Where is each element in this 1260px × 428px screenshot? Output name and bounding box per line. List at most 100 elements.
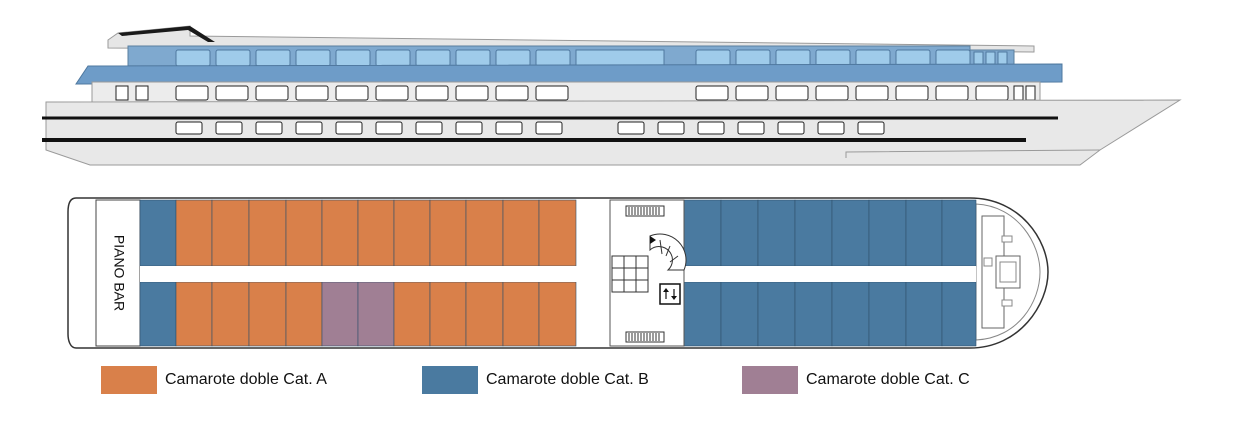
upper-window bbox=[535, 49, 571, 67]
legend-label-cat-b: Camarote doble Cat. B bbox=[486, 371, 649, 388]
middle-window-small bbox=[1013, 85, 1024, 101]
cabin-starboard-14-cat-b bbox=[683, 199, 722, 267]
cabin-port-19-cat-b bbox=[868, 281, 907, 347]
upper-window bbox=[175, 49, 211, 67]
cabin-starboard-4-cat-a bbox=[248, 199, 287, 267]
hull-porthole bbox=[857, 121, 885, 135]
middle-window bbox=[815, 85, 849, 101]
upper-window-small bbox=[997, 51, 1008, 65]
cabin-starboard-5-cat-a bbox=[285, 199, 323, 267]
middle-window bbox=[895, 85, 929, 101]
upper-window bbox=[415, 49, 451, 67]
middle-window bbox=[855, 85, 889, 101]
hull-porthole bbox=[175, 121, 203, 135]
cabin-port-20-cat-b bbox=[905, 281, 943, 347]
hull-porthole bbox=[697, 121, 725, 135]
hull-porthole bbox=[375, 121, 403, 135]
upper-window bbox=[935, 49, 971, 67]
legend-swatch-cat-c bbox=[742, 366, 798, 394]
cabin-starboard-11-cat-a bbox=[502, 199, 540, 267]
upper-window bbox=[375, 49, 411, 67]
hull-porthole bbox=[415, 121, 443, 135]
middle-window bbox=[535, 85, 569, 101]
cabin-starboard-20-cat-b bbox=[905, 199, 943, 267]
cabin-starboard-18-cat-b bbox=[831, 199, 870, 267]
middle-window bbox=[375, 85, 409, 101]
bow-furniture bbox=[981, 215, 1021, 329]
legend-swatch-cat-b bbox=[422, 366, 478, 394]
upper-deck-windows bbox=[175, 49, 1008, 67]
cabin-port-8-cat-a bbox=[393, 281, 431, 347]
middle-window bbox=[215, 85, 249, 101]
cabin-starboard-6-cat-a bbox=[321, 199, 359, 267]
middle-window bbox=[415, 85, 449, 101]
middle-window bbox=[695, 85, 729, 101]
hull-porthole bbox=[335, 121, 363, 135]
upper-window bbox=[695, 49, 731, 67]
hull bbox=[45, 99, 1182, 166]
upper-window bbox=[775, 49, 811, 67]
upper-window bbox=[295, 49, 331, 67]
roof-black-stripe bbox=[118, 26, 215, 42]
middle-window bbox=[295, 85, 329, 101]
upper-window bbox=[735, 49, 771, 67]
middle-door bbox=[135, 85, 149, 101]
hull-porthole bbox=[617, 121, 645, 135]
corridor-fore bbox=[684, 266, 976, 282]
hull-porthole bbox=[295, 121, 323, 135]
upper-window-small bbox=[985, 51, 996, 65]
hull-porthole bbox=[255, 121, 283, 135]
upper-window bbox=[895, 49, 931, 67]
legend-label-cat-c: Camarote doble Cat. C bbox=[806, 371, 970, 388]
spiral-staircase-icon bbox=[649, 233, 687, 271]
middle-window-small bbox=[1025, 85, 1036, 101]
middle-window bbox=[495, 85, 529, 101]
cabin-starboard-21-cat-b bbox=[941, 199, 977, 267]
hull-porthole bbox=[737, 121, 765, 135]
deck-plan: PIANO BAR bbox=[67, 197, 1049, 349]
cabin-port-12-cat-a bbox=[538, 281, 577, 347]
upper-window bbox=[255, 49, 291, 67]
hull-porthole bbox=[495, 121, 523, 135]
cabin-port-7-cat-c bbox=[357, 281, 395, 347]
upper-window bbox=[815, 49, 851, 67]
cabin-port-18-cat-b bbox=[831, 281, 870, 347]
upper-window bbox=[455, 49, 491, 67]
hull-porthole bbox=[777, 121, 805, 135]
middle-window bbox=[175, 85, 209, 101]
cabin-starboard-8-cat-a bbox=[393, 199, 431, 267]
cabin-port-9-cat-a bbox=[429, 281, 467, 347]
cabin-starboard-9-cat-a bbox=[429, 199, 467, 267]
lobby-grid-fixture bbox=[611, 255, 649, 293]
cabin-port-2-cat-a bbox=[175, 281, 213, 347]
cabin-port-3-cat-a bbox=[211, 281, 250, 347]
middle-window bbox=[975, 85, 1009, 101]
cabin-starboard-10-cat-a bbox=[465, 199, 504, 267]
cabin-port-17-cat-b bbox=[794, 281, 833, 347]
lobby-bottom-grille bbox=[625, 331, 665, 343]
cabin-starboard-17-cat-b bbox=[794, 199, 833, 267]
middle-window bbox=[735, 85, 769, 101]
hull-windows bbox=[175, 121, 885, 135]
hull-porthole bbox=[455, 121, 483, 135]
cabin-port-11-cat-a bbox=[502, 281, 540, 347]
corridor-aft bbox=[140, 266, 610, 282]
cabin-starboard-7-cat-a bbox=[357, 199, 395, 267]
middle-window bbox=[455, 85, 489, 101]
legend-item-cat-b: Camarote doble Cat. B bbox=[422, 366, 649, 394]
middle-window bbox=[255, 85, 289, 101]
cabin-port-4-cat-a bbox=[248, 281, 287, 347]
hull-porthole bbox=[535, 121, 563, 135]
cabin-starboard-16-cat-b bbox=[757, 199, 796, 267]
hull-porthole bbox=[817, 121, 845, 135]
cabin-port-14-cat-b bbox=[683, 281, 722, 347]
hull-porthole bbox=[215, 121, 243, 135]
cabin-starboard-1-cat-b bbox=[139, 199, 177, 267]
cabin-starboard-19-cat-b bbox=[868, 199, 907, 267]
cabin-starboard-3-cat-a bbox=[211, 199, 250, 267]
legend-swatch-cat-a bbox=[101, 366, 157, 394]
cabin-starboard-15-cat-b bbox=[720, 199, 759, 267]
elevator-icon bbox=[659, 283, 681, 305]
cabin-port-16-cat-b bbox=[757, 281, 796, 347]
